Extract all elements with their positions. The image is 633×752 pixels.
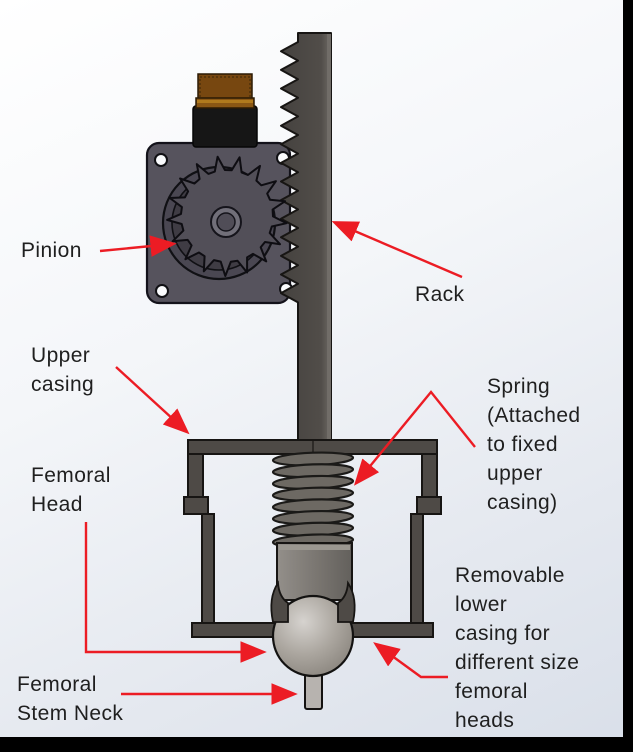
motor-top-block (192, 105, 258, 148)
rack-edge-highlight (327, 34, 331, 559)
upper-casing-right-arm (421, 453, 438, 499)
upper-casing-arrow (115, 366, 190, 435)
pinion-arrow (99, 235, 177, 257)
bottom-frame-bar (0, 737, 633, 752)
upper-casing-left-shoulder (183, 496, 209, 515)
cylinder-top-face (279, 545, 350, 550)
removable-casing-arrow (373, 642, 448, 679)
femoral-stem-neck-label: Femoral Stem Neck (17, 673, 124, 725)
right-frame-bar (623, 0, 633, 752)
pinion-label: Pinion (21, 239, 82, 262)
rack-arrow (331, 221, 463, 279)
spring-arrow (353, 390, 476, 486)
pinion-hub-bore (216, 212, 236, 232)
upper-casing-right-shoulder (416, 496, 442, 515)
spring-part (271, 451, 355, 549)
femoral-stem-neck-part (304, 671, 323, 710)
femoral-head-arrow (84, 522, 267, 663)
lower-casing-left-arm (201, 513, 215, 625)
right-retainer-claw (337, 580, 356, 623)
bolt-hole (155, 284, 169, 298)
lower-casing-right-arm (410, 513, 424, 625)
removable-casing-label: Removable lower casing for different siz… (455, 564, 580, 732)
rack-part (280, 32, 332, 561)
pinion-gear-part (166, 155, 288, 277)
left-retainer-claw (270, 580, 289, 623)
spring-holder-cylinder (276, 542, 353, 601)
knurled-knob-icon (195, 73, 255, 109)
femoral-head-ball (271, 594, 355, 678)
upper-casing-left-arm (187, 453, 204, 499)
bolt-hole (154, 153, 168, 167)
rack-label: Rack (415, 283, 465, 306)
spring-label: Spring (Attached to fixed upper casing) (487, 375, 581, 514)
upper-casing-label: Upper casing (31, 344, 95, 396)
rack-toothed-bar (280, 32, 332, 561)
femoral-head-label: Femoral Head (31, 464, 111, 516)
